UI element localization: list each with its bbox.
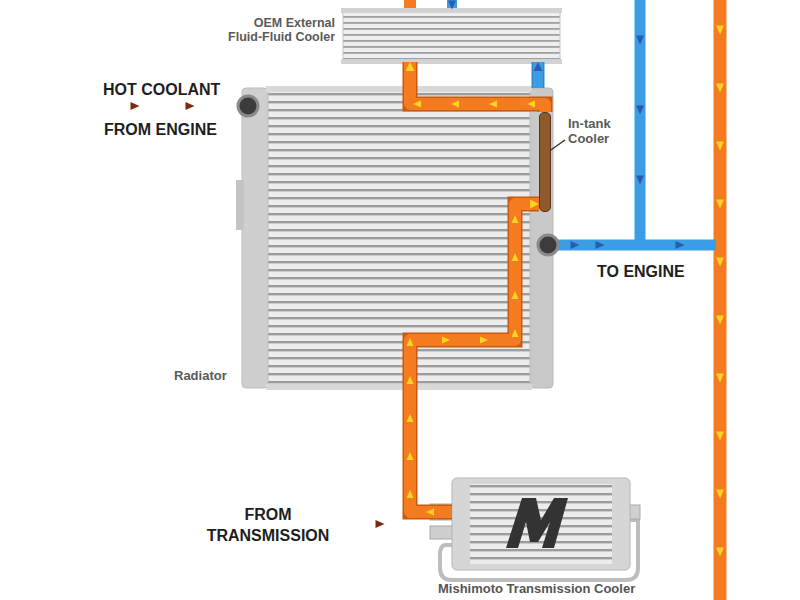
flow-arrow [716,142,724,151]
radiator-tank [242,88,268,388]
pipe-group [407,204,540,516]
external-cooler: OEM External Fluid-Fluid Cooler [343,10,560,62]
pipe-connector [533,62,543,88]
flow-arrow [413,101,421,108]
flow-arrow [376,520,385,528]
flow-label: FROM ENGINE [104,120,264,141]
flow-arrow [716,490,724,499]
cooler-core [343,10,560,62]
part-name: OEM External Fluid-Fluid Cooler [225,16,335,45]
flow-arrow [407,338,414,346]
flow-arrow [571,241,580,249]
flow-arrow [489,101,497,108]
flow-arrow [512,215,519,223]
pipe-group [410,62,545,112]
part-name: In-tank Cooler [568,117,630,147]
flow-arrow [407,414,414,422]
in-tank-cooler: In-tank Cooler [539,112,551,212]
cooler-core [470,484,612,564]
pipe-outline [410,204,539,512]
flow-arrow [407,376,414,384]
radiator: RadiatorIn-tank Cooler [242,88,553,388]
flow-arrow [480,337,488,344]
flow-arrow [512,329,519,337]
flow-arrow [716,432,724,441]
hot-pipe [714,0,727,600]
flow-arrow [716,374,724,383]
cooler-body [452,478,630,570]
flow-arrow [716,316,724,325]
pipe-connector [410,204,539,512]
flow-arrow [636,36,644,45]
flow-arrow [131,102,140,110]
cool-pipe [635,0,646,245]
flow-label: TO ENGINE [597,262,707,283]
flow-arrow [512,291,519,299]
flow-arrow [596,241,605,249]
flow-arrow [527,101,535,108]
inlet-fitting [238,96,258,116]
pipe-outline [532,62,545,88]
cooler-fitting [430,526,454,539]
flow-arrow [426,509,434,516]
flow-label: FROM TRANSMISSION [203,505,333,547]
flow-arrow [442,337,450,344]
flow-arrow [676,241,685,249]
flow-arrow [716,258,724,267]
brand-logo [506,498,568,548]
pipe-group [538,62,539,88]
flow-arrow [636,176,644,185]
flow-arrow [716,548,724,557]
inlet-pipe [345,519,440,530]
flow-arrow [448,1,456,10]
inlet-pipe [102,100,240,112]
flow-arrow [407,490,414,498]
flow-arrow [716,84,724,93]
cooler-plate [341,59,562,64]
pipe-connector [410,62,545,112]
flow-arrow [636,106,644,115]
cooler-plate [341,8,562,13]
flow-arrow [716,200,724,209]
cool-pipe [553,240,716,251]
radiator-plate [266,86,532,92]
radiator-plate [266,384,532,390]
flow-label: HOT COOLANT [103,80,263,101]
transmission-cooler: Mishimoto Transmission Cooler [452,478,630,570]
part-name: Radiator [174,369,236,384]
flow-arrow [451,101,459,108]
outlet-fitting [538,235,558,255]
flow-arrow [186,102,195,110]
flow-arrow [407,452,414,460]
radiator-bracket [236,180,244,230]
flow-arrow [716,26,724,35]
part-name: Mishimoto Transmission Cooler [438,582,635,597]
pipe-outline [410,62,545,112]
flow-arrow [512,253,519,261]
